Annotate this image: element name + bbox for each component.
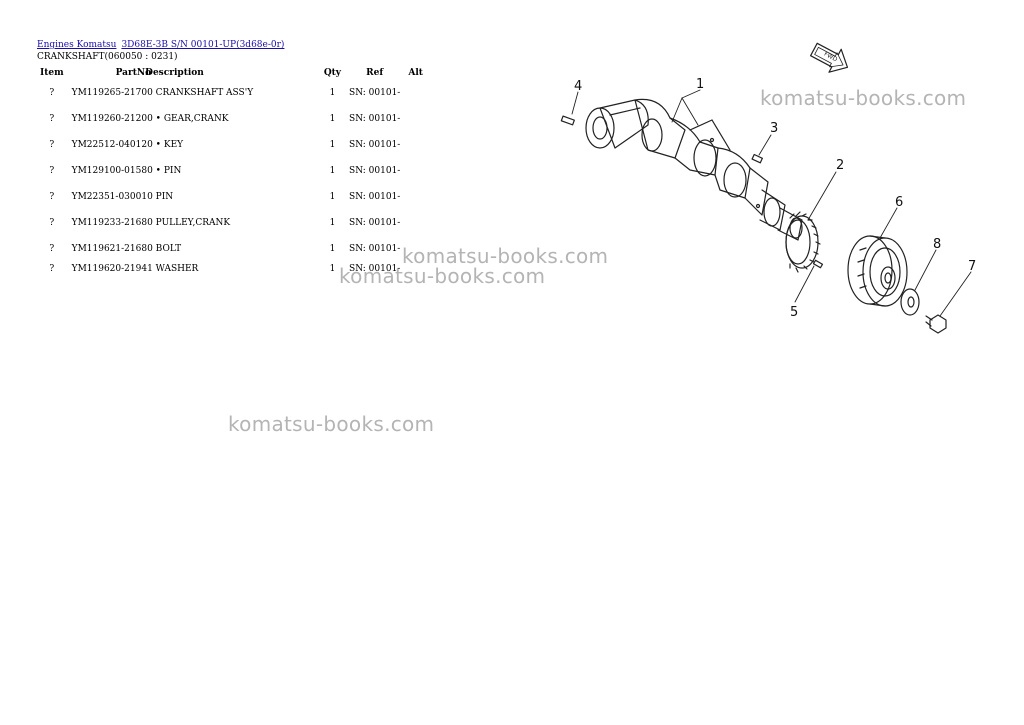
callout-6: 6 (895, 195, 903, 210)
key-part (751, 153, 763, 164)
cell-part-description: YM22351-030010 PIN (71, 192, 174, 202)
cell-qty: 1 (329, 88, 336, 98)
cell-qty: 1 (329, 244, 336, 254)
cell-alt (404, 80, 427, 106)
callout-8: 8 (933, 237, 941, 252)
cell-ref: SN: 00101- (349, 264, 401, 274)
cell-item: ? (49, 244, 55, 254)
cell-part-description: YM119621-21680 BOLT (71, 244, 182, 254)
cell-ref: SN: 00101- (349, 114, 401, 124)
header-alt: Alt (408, 68, 423, 78)
header-description: Description (145, 68, 204, 78)
cell-ref: SN: 00101- (349, 218, 401, 228)
cell-item: ? (49, 218, 55, 228)
callout-5: 5 (790, 305, 798, 320)
cell-qty: 1 (329, 140, 336, 150)
table-row: ? YM22512-040120 • KEY 1 SN: 00101- (36, 132, 427, 158)
pin-part (560, 115, 575, 126)
pulley-part (847, 235, 908, 307)
cell-ref: SN: 00101- (349, 88, 401, 98)
watermark: komatsu-books.com (228, 412, 435, 436)
callout-1: 1 (696, 77, 704, 92)
gear-part (785, 211, 821, 273)
cell-part-description: YM119233-21680 PULLEY,CRANK (71, 218, 231, 228)
watermark: komatsu-books.com (339, 264, 546, 288)
table-header-row: Item PartNo Description Qty Ref Alt (36, 66, 427, 80)
watermark: komatsu-books.com (402, 244, 609, 268)
parts-table: Item PartNo Description Qty Ref Alt ? YM… (36, 66, 427, 276)
callout-7: 7 (968, 259, 976, 274)
cell-part-description: YM119260-21200 • GEAR,CRANK (71, 114, 229, 124)
cell-item: ? (49, 264, 55, 274)
cell-ref: SN: 00101- (349, 140, 401, 150)
callout-4: 4 (574, 79, 582, 94)
table-row: ? YM22351-030010 PIN 1 SN: 00101- (36, 184, 427, 210)
bolt-part (925, 314, 947, 334)
cell-qty: 1 (329, 218, 336, 228)
cell-item: ? (49, 114, 55, 124)
cell-ref: SN: 00101- (349, 244, 401, 254)
table-row: ? YM119233-21680 PULLEY,CRANK 1 SN: 0010… (36, 210, 427, 236)
cell-qty: 1 (329, 192, 336, 202)
table-row: ? YM119260-21200 • GEAR,CRANK 1 SN: 0010… (36, 106, 427, 132)
cell-part-description: YM22512-040120 • KEY (71, 140, 184, 150)
crankshaft-diagram: 4 1 3 2 6 8 7 5 FWD (560, 42, 976, 334)
leader-lines (571, 89, 972, 317)
cell-part-description: YM119265-21700 CRANKSHAFT ASS'Y (71, 88, 254, 98)
header-item: Item (40, 68, 64, 78)
cell-alt (404, 184, 427, 210)
cell-alt (404, 106, 427, 132)
header-ref: Ref (366, 68, 384, 78)
cell-ref: SN: 00101- (349, 192, 401, 202)
cell-item: ? (49, 140, 55, 150)
cell-qty: 1 (329, 166, 336, 176)
cell-alt (404, 158, 427, 184)
table-row: ? YM119265-21700 CRANKSHAFT ASS'Y 1 SN: … (36, 80, 427, 106)
breadcrumb: Engines Komatsu 3D68E-3B S/N 00101-UP(3d6… (37, 40, 284, 50)
cell-alt (404, 210, 427, 236)
crankshaft-part (585, 98, 803, 241)
breadcrumb-link-engines[interactable]: Engines Komatsu (37, 40, 117, 50)
cell-alt (404, 132, 427, 158)
cell-item: ? (49, 166, 55, 176)
header-qty: Qty (323, 68, 342, 78)
table-row: ? YM119620-21941 WASHER 1 SN: 00101- (36, 256, 427, 276)
pin-part (812, 259, 824, 269)
cell-ref: SN: 00101- (349, 166, 401, 176)
table-row: ? YM129100-01580 • PIN 1 SN: 00101- (36, 158, 427, 184)
page-title: CRANKSHAFT(060050 : 0231) (37, 52, 178, 62)
breadcrumb-link-model[interactable]: 3D68E-3B S/N 00101-UP(3d68e-0r) (121, 40, 285, 50)
forward-arrow-icon (810, 42, 849, 73)
header-partno: PartNo (115, 68, 152, 78)
cell-part-description: YM119620-21941 WASHER (71, 264, 199, 274)
cell-part-description: YM129100-01580 • PIN (71, 166, 182, 176)
washer-part (900, 288, 920, 316)
table-row: ? YM119621-21680 BOLT 1 SN: 00101- (36, 236, 427, 256)
cell-item: ? (49, 192, 55, 202)
callout-3: 3 (770, 121, 778, 136)
cell-item: ? (49, 88, 55, 98)
watermark: komatsu-books.com (760, 86, 967, 110)
cell-qty: 1 (329, 264, 336, 274)
callout-2: 2 (836, 158, 844, 173)
cell-qty: 1 (329, 114, 336, 124)
